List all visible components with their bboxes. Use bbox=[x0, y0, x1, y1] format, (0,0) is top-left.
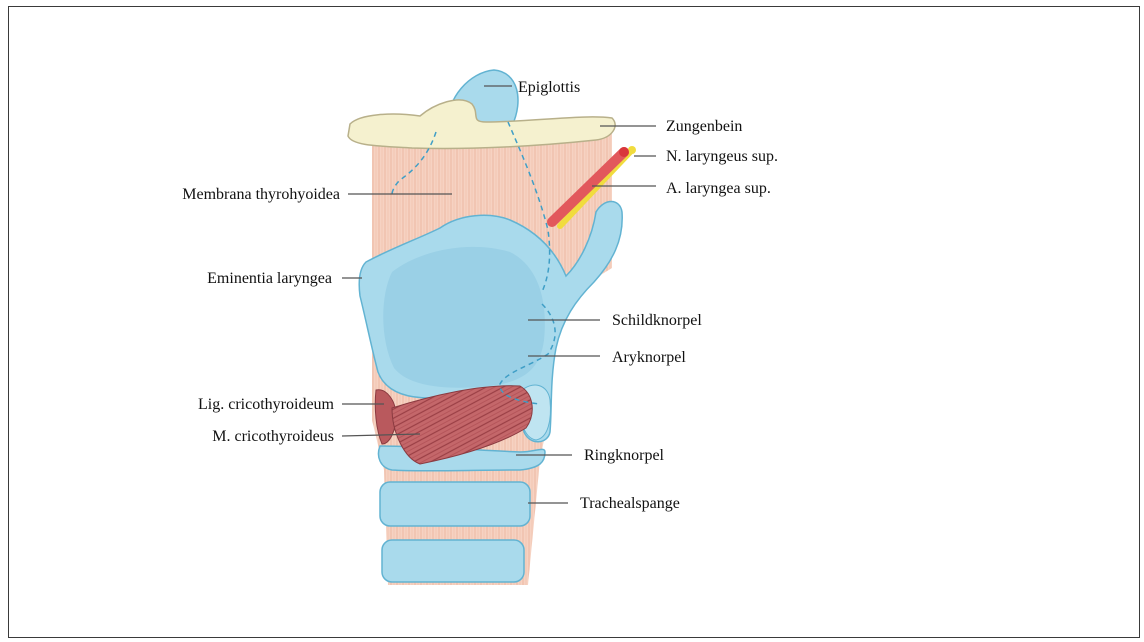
tracheal-ring-2 bbox=[382, 540, 524, 582]
label-aryknorpel: Aryknorpel bbox=[612, 349, 686, 366]
label-a-laryngea-sup: A. laryngea sup. bbox=[666, 180, 771, 197]
label-schildknorpel: Schildknorpel bbox=[612, 312, 702, 329]
artery-end bbox=[619, 147, 629, 157]
label-ringknorpel: Ringknorpel bbox=[584, 447, 665, 464]
label-n-laryngeus-sup: N. laryngeus sup. bbox=[666, 148, 778, 165]
label-lig-cricothyroideum: Lig. cricothyroideum bbox=[198, 396, 335, 413]
label-m-cricothyroideus: M. cricothyroideus bbox=[212, 428, 334, 445]
label-membrana-thyrohyoidea: Membrana thyrohyoidea bbox=[182, 186, 340, 203]
label-zungenbein: Zungenbein bbox=[666, 118, 742, 135]
label-epiglottis: Epiglottis bbox=[518, 79, 580, 96]
tracheal-ring-1 bbox=[380, 482, 530, 526]
label-eminentia-laryngea: Eminentia laryngea bbox=[207, 270, 332, 287]
nerve-end bbox=[628, 146, 636, 154]
thyroid-inner-shade bbox=[383, 247, 545, 388]
label-trachealspange: Trachealspange bbox=[580, 495, 680, 512]
